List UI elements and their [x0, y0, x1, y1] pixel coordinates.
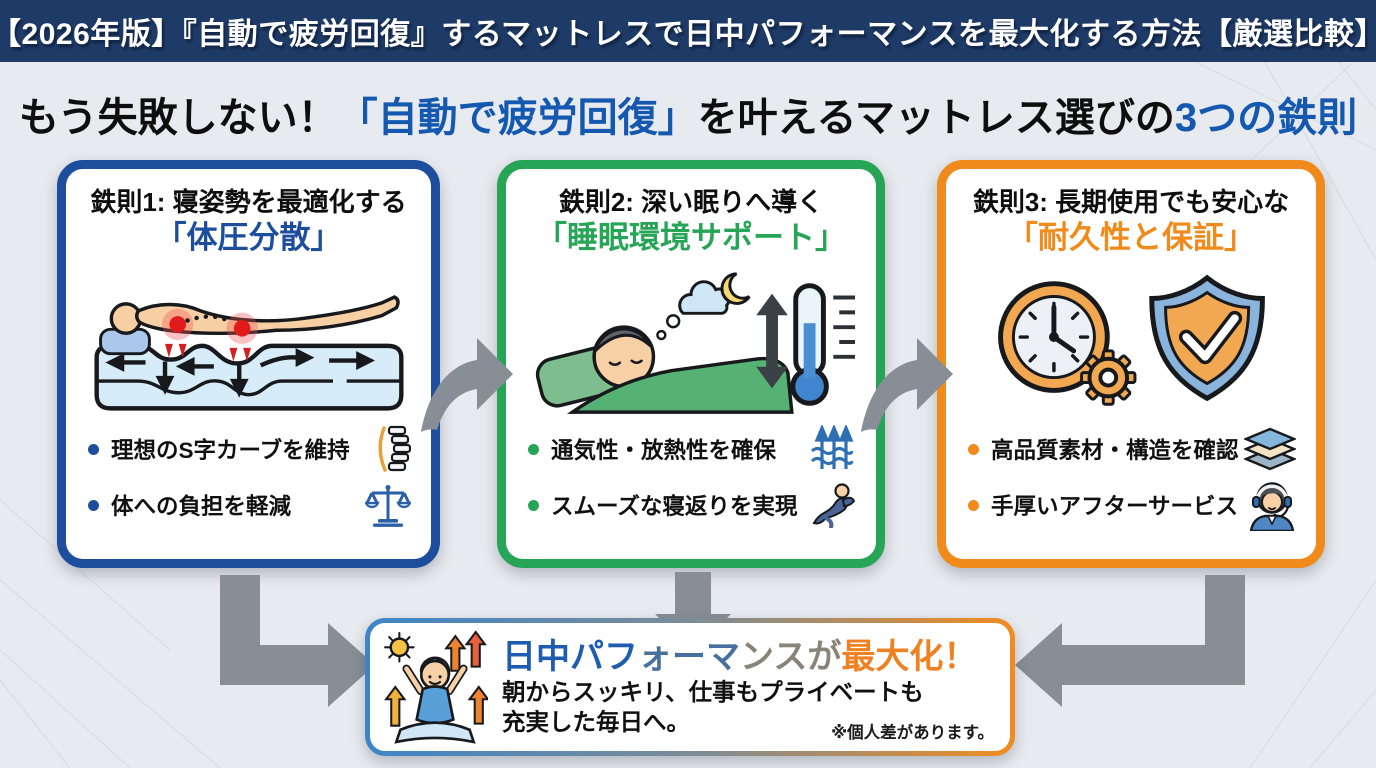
bullet-text: 理想のS字カーブを維持 [111, 438, 350, 464]
banner: 【2026年版】『自動で疲労回復』するマットレスで日中パフォーマンスを最大化する… [0, 0, 1376, 62]
result-title-segment: 最大化！ [841, 637, 978, 676]
bullet-text: 体への負担を軽減 [111, 494, 292, 520]
pressure-distribution-illustration [66, 263, 431, 419]
balance-scale-icon [365, 482, 411, 528]
result-line-1: 朝からスッキリ、仕事もプライベートも [502, 679, 924, 706]
result-line-2: 充実した毎日へ。 [502, 709, 690, 736]
headline-segment-highlight: 3つの鉄則 [1174, 96, 1358, 140]
banner-title: 【2026年版】『自動で疲労回復』するマットレスで日中パフォーマンスを最大化する… [0, 18, 1376, 51]
headline-segment-highlight: 「自動で疲労回復」 [337, 96, 698, 140]
bullet-dot [528, 443, 539, 455]
turning-person-icon [810, 482, 856, 529]
bullet-dot [528, 499, 539, 511]
result-title-segment: ンスが [740, 637, 842, 676]
rule1-bullet-1: 理想のS字カーブを維持 [88, 421, 411, 477]
result-title: 日中パフォーマンスが最大化！ [502, 637, 977, 678]
rule2-bullet-1: 通気性・放熱性を確保 [528, 421, 856, 477]
elbow-left-arrow [1015, 575, 1245, 707]
bullet-text: 手厚いアフターサービス [991, 494, 1239, 520]
sleeping-person-thermometer-illustration [506, 263, 876, 419]
curved-right-arrow [421, 338, 513, 432]
disclaimer-note: ※個人差があります。 [831, 724, 994, 742]
rule3-subtitle: 「耐久性と保証」 [1007, 219, 1255, 255]
rule-card-2: 鉄則2: 深い眠りへ導く 「睡眠環境サポート」 [497, 160, 885, 568]
bullet-dot [88, 443, 99, 455]
bullet-dot [88, 499, 99, 511]
bullet-text: スムーズな寝返りを実現 [551, 494, 798, 520]
spine-icon [377, 425, 411, 473]
rule-card-1: 鉄則1: 寝姿勢を最適化する 「体圧分散」 [57, 160, 440, 568]
result-title-segment: ォーマ [638, 637, 740, 676]
bullet-text: 通気性・放熱性を確保 [551, 438, 777, 464]
bullet-dot [968, 443, 979, 455]
rule3-title: 鉄則3: 長期使用でも安心な [972, 187, 1290, 217]
support-agent-icon [1248, 479, 1296, 532]
rule1-bullet-2: 体への負担を軽減 [88, 477, 411, 533]
rule1-title: 鉄則1: 寝姿勢を最適化する [90, 187, 407, 217]
elbow-right-arrow [220, 575, 375, 707]
layers-icon [1244, 427, 1296, 471]
bullet-dot [968, 499, 979, 511]
headline-segment: を叶えるマットレス選びの [697, 96, 1175, 140]
rule2-subtitle: 「睡眠環境サポート」 [536, 219, 846, 255]
rule3-bullet-1: 高品質素材・構造を確認 [968, 421, 1296, 477]
rule2-bullet-2: スムーズな寝返りを実現 [528, 477, 856, 533]
curved-right-arrow [861, 338, 953, 432]
rule2-title: 鉄則2: 深い眠りへ導く [558, 187, 824, 217]
bullet-text: 高品質素材・構造を確認 [991, 438, 1239, 464]
result-box: 日中パフォーマンスが最大化！ 朝からスッキリ、仕事もプライベートも 充実した毎日… [365, 618, 1015, 756]
clock-shield-illustration [946, 263, 1316, 419]
rule3-bullet-2: 手厚いアフターサービス [968, 477, 1296, 533]
rule-card-3: 鉄則3: 長期使用でも安心な 「耐久性と保証」 [937, 160, 1325, 568]
result-title-segment: 日中パフ [502, 637, 638, 676]
headline-segment: もう失敗しない！ [18, 96, 338, 140]
airflow-icon [808, 425, 856, 473]
energized-person-icon [382, 630, 488, 744]
rule1-subtitle: 「体圧分散」 [155, 219, 342, 255]
